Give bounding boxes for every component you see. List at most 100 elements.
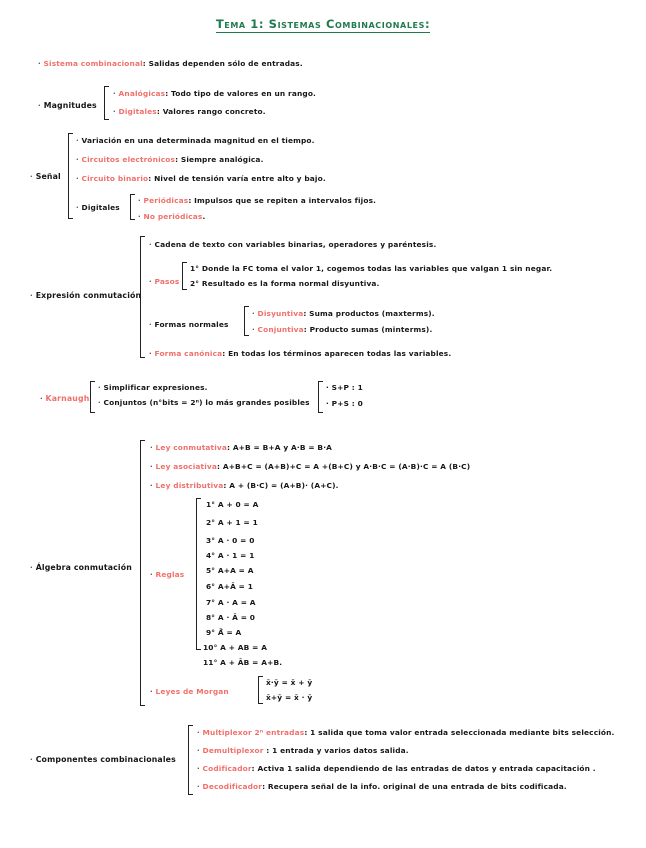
rule-3: 3° A · 0 = 0 [206,536,255,545]
label-expresion-conmutacion-text: Expresión conmutación [35,291,142,300]
term-no-periodicas: No periódicas [143,212,203,221]
rule-9: 9° Ā̄ = A [206,628,242,637]
text-karnaugh-1: Simplificar expresiones. [103,383,208,392]
label-expresion-conmutacion: · Expresión conmutación [30,291,141,300]
item-multiplexor: · Multiplexor 2ⁿ entradas: 1 salida que … [197,728,615,737]
bracket-karnaugh [90,381,95,413]
term-periodicas: Periódicas [143,196,189,205]
item-ley-asociativa: · Ley asociativa: A+B+C = (A+B)+C = A +(… [150,462,470,471]
bracket-leyes-morgan [258,676,263,704]
bullet-icon: · [149,321,152,329]
label-senal: · Señal [30,172,61,181]
item-karnaugh-sub-1: · S+P : 1 [326,383,363,392]
label-algebra-conmutacion: · Álgebra conmutación [30,563,132,572]
text-digitales: : Valores rango concreto. [156,107,266,116]
term-multiplexor: Multiplexor 2ⁿ entradas [202,728,305,737]
rule-1: 1° A + 0 = A [206,500,259,509]
bullet-icon: · [150,571,153,579]
item-circuito-binario: · Circuito binario: Nivel de tensión var… [76,174,326,183]
bullet-icon: · [150,444,153,452]
label-karnaugh: · Karnaugh [40,394,89,403]
bullet-icon: · [150,688,153,696]
rule-8: 8° A · Ā = 0 [206,613,256,622]
label-magnitudes: · Magnitudes [38,101,97,110]
bracket-pasos [182,262,187,290]
text-senal-variacion: Variación en una determinada magnitud en… [81,136,315,145]
rule-2: 2° A + 1 = 1 [206,518,258,527]
term-codificador: Codificador [202,764,252,773]
bullet-icon: · [98,384,101,392]
label-formas-normales-text: Formas normales [154,320,229,329]
text-decodificador: : Recupera señal de la info. original de… [262,782,567,791]
item-paso-2: 2° Resultado es la forma normal disyunti… [190,279,380,288]
item-disyuntiva: · Disyuntiva: Suma productos (maxterms). [252,309,435,318]
bullet-icon: · [149,350,152,358]
bullet-icon: · [138,213,141,221]
text-analogicas: : Todo tipo de valores en un rango. [165,89,317,98]
label-karnaugh-text: Karnaugh [45,394,90,403]
bullet-icon: · [40,395,43,403]
bullet-icon: · [76,156,79,164]
item-digitales: · Digitales: Valores rango concreto. [113,107,266,116]
item-forma-canonica: · Forma canónica: En todas los términos … [149,349,451,358]
label-componentes-text: Componentes combinacionales [35,755,176,764]
bullet-icon: · [197,783,200,791]
bullet-icon: · [30,564,33,572]
bullet-icon: · [252,326,255,334]
item-karnaugh-sub-2: · P+S : 0 [326,399,363,408]
item-codificador: · Codificador: Activa 1 salida dependien… [197,764,596,773]
bullet-icon: · [138,197,141,205]
bracket-algebra-conmutacion [140,440,145,706]
term-digitales: Digitales [118,107,157,116]
term-ley-conmutativa: Ley conmutativa [155,443,227,452]
label-algebra-conmutacion-text: Álgebra conmutación [35,563,132,572]
label-magnitudes-text: Magnitudes [43,101,97,110]
text-no-periodicas: . [202,212,206,221]
bracket-magnitudes [104,86,109,120]
text-conjuntiva: : Producto sumas (minterms). [303,325,433,334]
term-forma-canonica: Forma canónica [154,349,223,358]
term-demultiplexor: Demultiplexor [202,746,264,755]
term-circuito-binario: Circuito binario [81,174,149,183]
text-karnaugh-2: Conjuntos (n°bits = 2ⁿ) lo más grandes p… [103,398,310,407]
item-expresion-intro: · Cadena de texto con variables binarias… [149,240,436,249]
text-ley-asociativa: : A+B+C = (A+B)+C = A +(B+C) y A·B·C = (… [217,462,471,471]
rule-11: 11° A + ĀB = A+B. [203,658,283,667]
rule-10: 10° A + AB = A [203,643,268,652]
label-reglas-text: Reglas [155,570,185,579]
bullet-icon: · [197,729,200,737]
bracket-senal [68,133,73,219]
item-karnaugh-1: · Simplificar expresiones. [98,383,208,392]
text-multiplexor: : 1 salida que toma valor entrada selecc… [304,728,615,737]
bullet-icon: · [98,399,101,407]
item-paso-1: 1° Donde la FC toma el valor 1, cogemos … [190,264,553,273]
page-title: Tema 1: Sistemas Combinacionales: [0,17,646,33]
morgan-law-2: x̄+ȳ = x̄ · ȳ [266,693,313,702]
item-no-periodicas: · No periódicas. [138,212,205,221]
item-demultiplexor: · Demultiplexor : 1 entrada y varios dat… [197,746,409,755]
text-demultiplexor: : 1 entrada y varios datos salida. [263,746,409,755]
text-disyuntiva: : Suma productos (maxterms). [303,309,435,318]
bullet-icon: · [150,482,153,490]
label-formas-normales: · Formas normales [149,320,229,329]
text-circuito-binario: : Nivel de tensión varía entre alto y ba… [148,174,326,183]
rule-5: 5° A+A = A [206,566,254,575]
bullet-icon: · [252,310,255,318]
label-reglas: · Reglas [150,570,184,579]
rule-7: 7° A · A = A [206,598,256,607]
item-conjuntiva: · Conjuntiva: Producto sumas (minterms). [252,325,432,334]
label-pasos-text: Pasos [154,277,180,286]
label-senal-digitales-text: Digitales [81,203,120,212]
text-periodicas: : Impulsos que se repiten a intervalos f… [188,196,377,205]
definition-sistema-combinacional: · Sistema combinacional: Salidas depende… [38,59,303,68]
bullet-icon: · [197,765,200,773]
label-leyes-morgan-text: Leyes de Morgan [155,687,229,696]
label-componentes: · Componentes combinacionales [30,755,176,764]
text-codificador: : Activa 1 salida dependiendo de las ent… [251,764,596,773]
morgan-law-1: x̄·ȳ = x̄ + ȳ [266,678,313,687]
term-disyuntiva: Disyuntiva [257,309,304,318]
bullet-icon: · [149,278,152,286]
item-karnaugh-2: · Conjuntos (n°bits = 2ⁿ) lo más grandes… [98,398,310,407]
bullet-icon: · [197,747,200,755]
bullet-icon: · [30,173,33,181]
